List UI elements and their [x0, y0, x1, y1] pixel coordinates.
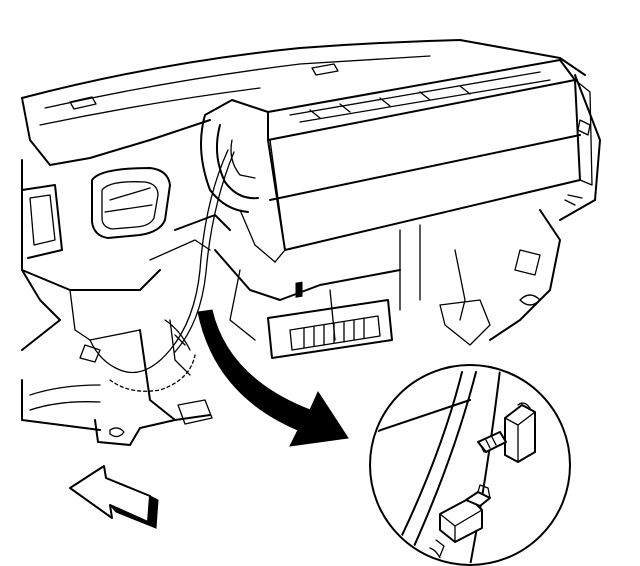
- wiring-harness: [79, 149, 235, 392]
- detail-pointer-arrow: [197, 309, 349, 447]
- side-vent: [21, 184, 63, 259]
- switch-panel: [267, 281, 393, 359]
- instrument-cluster-housing: [204, 59, 593, 263]
- detail-view: [369, 364, 571, 566]
- instrument-panel-carrier: [21, 39, 601, 446]
- steering-column-opening: [200, 114, 276, 263]
- retaining-clip: [477, 402, 536, 463]
- direction-arrow: [69, 465, 159, 529]
- air-vent: [91, 167, 171, 239]
- electrical-connector: [429, 484, 491, 559]
